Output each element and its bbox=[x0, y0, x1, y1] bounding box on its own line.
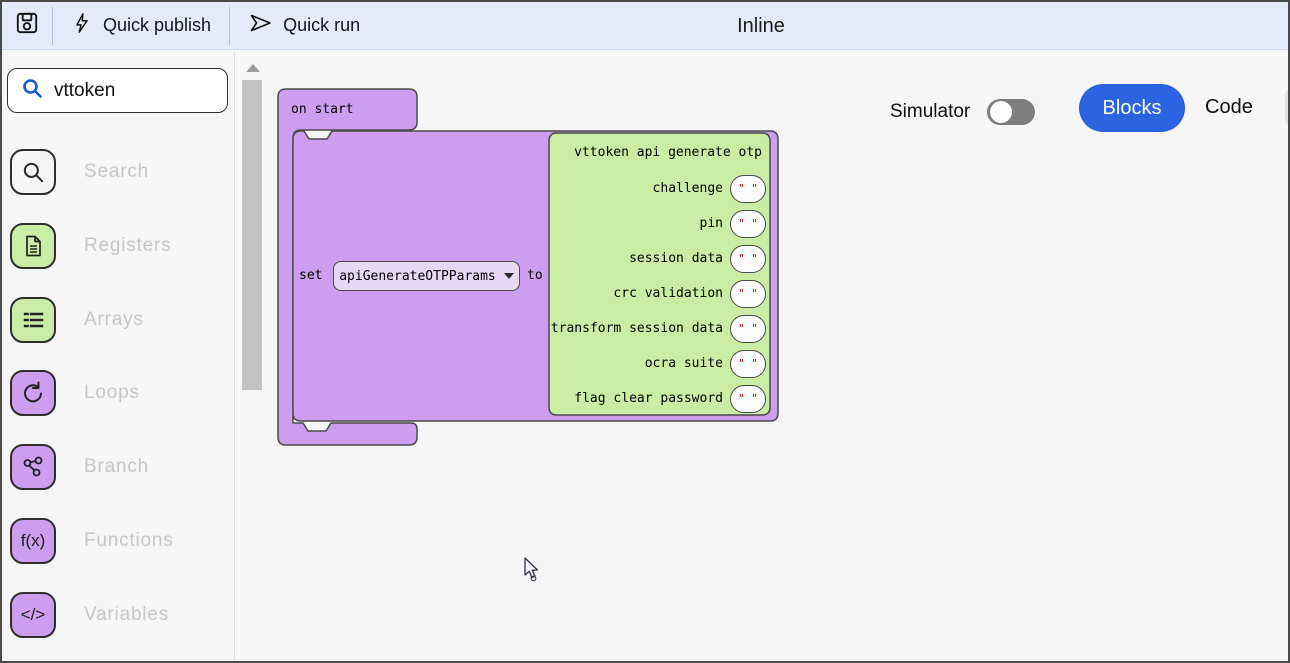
list-icon bbox=[10, 297, 56, 343]
param-label: flag clear password bbox=[574, 391, 723, 406]
sidebar-item-branch[interactable]: Branch bbox=[10, 444, 226, 490]
sidebar-item-label: Registers bbox=[84, 235, 172, 256]
sidebar-item-label: Variables bbox=[84, 604, 169, 625]
page-title: Inline bbox=[737, 14, 785, 37]
scrollbar-up-arrow[interactable] bbox=[246, 64, 260, 72]
quick-publish-button[interactable]: Quick publish bbox=[53, 2, 229, 50]
param-label: crc validation bbox=[613, 286, 723, 301]
param-row: challenge " " bbox=[549, 171, 770, 206]
toolbar-divider bbox=[229, 6, 231, 45]
chevron-down-icon bbox=[503, 273, 514, 279]
param-value-input[interactable]: " " bbox=[730, 244, 766, 273]
sidebar-divider bbox=[234, 51, 235, 661]
param-row: ocra suite " " bbox=[549, 346, 770, 381]
sidebar-item-registers[interactable]: Registers bbox=[10, 223, 226, 269]
sidebar-item-loops[interactable]: Loops bbox=[10, 370, 226, 416]
to-label[interactable]: to bbox=[527, 268, 543, 283]
sidebar-item-label: Arrays bbox=[84, 309, 144, 330]
toggle-knob bbox=[990, 101, 1012, 123]
param-label: pin bbox=[699, 216, 723, 231]
function-icon: f(x) bbox=[10, 518, 56, 564]
param-row: crc validation " " bbox=[549, 276, 770, 311]
param-row: session data " " bbox=[549, 241, 770, 276]
simulator-label: Simulator bbox=[890, 101, 971, 122]
param-label: ocra suite bbox=[644, 356, 723, 371]
simulator-toggle[interactable] bbox=[987, 99, 1035, 125]
code-icon: </> bbox=[10, 592, 56, 638]
loop-icon bbox=[10, 370, 56, 416]
param-label: transform session data bbox=[550, 321, 723, 336]
collapsed-edge-button[interactable] bbox=[1285, 88, 1288, 126]
mouse-cursor-icon bbox=[524, 557, 539, 582]
param-row: flag clear password " " bbox=[549, 381, 770, 416]
api-block-content: vttoken api generate otp challenge " " p… bbox=[549, 133, 770, 416]
sidebar-item-label: Loops bbox=[84, 382, 140, 403]
search-category-icon bbox=[10, 149, 56, 195]
param-value-input[interactable]: " " bbox=[730, 314, 766, 343]
run-send-icon bbox=[248, 11, 273, 40]
branch-icon bbox=[10, 444, 56, 490]
sidebar-item-label: Search bbox=[84, 161, 150, 182]
quick-publish-label: Quick publish bbox=[103, 15, 212, 35]
search-input[interactable] bbox=[54, 79, 215, 102]
param-value-input[interactable]: " " bbox=[730, 384, 766, 413]
param-value-input[interactable]: " " bbox=[730, 209, 766, 238]
blocks-tab-button[interactable]: Blocks bbox=[1079, 84, 1185, 132]
param-value-input[interactable]: " " bbox=[730, 174, 766, 203]
sidebar-item-search[interactable]: Search bbox=[10, 149, 226, 195]
sidebar-item-variables[interactable]: </> Variables bbox=[10, 592, 226, 638]
code-tab-button[interactable]: Code bbox=[1205, 96, 1253, 118]
api-block-title[interactable]: vttoken api generate otp bbox=[574, 144, 762, 160]
quick-run-label: Quick run bbox=[283, 15, 361, 35]
quick-run-button[interactable]: Quick run bbox=[230, 2, 378, 50]
scrollbar-thumb[interactable] bbox=[242, 80, 262, 390]
toolbox-sidebar: Search Registers Arrays bbox=[2, 51, 234, 661]
sidebar-item-arrays[interactable]: Arrays bbox=[10, 297, 226, 343]
save-icon bbox=[14, 10, 40, 41]
param-row: transform session data " " bbox=[549, 311, 770, 346]
param-label: session data bbox=[629, 251, 723, 266]
param-row: pin " " bbox=[549, 206, 770, 241]
search-box[interactable] bbox=[7, 68, 228, 113]
variable-dropdown-value: apiGenerateOTPParams bbox=[339, 268, 496, 284]
sidebar-item-label: Branch bbox=[84, 456, 150, 477]
set-label[interactable]: set bbox=[299, 268, 323, 283]
sidebar-item-label: Functions bbox=[84, 530, 174, 551]
toolbar-divider bbox=[52, 6, 53, 45]
top-toolbar: Quick publish Quick run Inline bbox=[2, 2, 1288, 50]
document-icon bbox=[10, 223, 56, 269]
search-icon bbox=[20, 76, 44, 105]
param-value-input[interactable]: " " bbox=[730, 279, 766, 308]
lightning-icon bbox=[71, 11, 93, 40]
sidebar-item-functions[interactable]: f(x) Functions bbox=[10, 518, 226, 564]
save-button[interactable] bbox=[2, 2, 52, 50]
param-label: challenge bbox=[652, 181, 723, 196]
variable-dropdown[interactable]: apiGenerateOTPParams bbox=[333, 261, 520, 291]
param-value-input[interactable]: " " bbox=[730, 349, 766, 378]
on-start-label[interactable]: on start bbox=[291, 102, 354, 117]
